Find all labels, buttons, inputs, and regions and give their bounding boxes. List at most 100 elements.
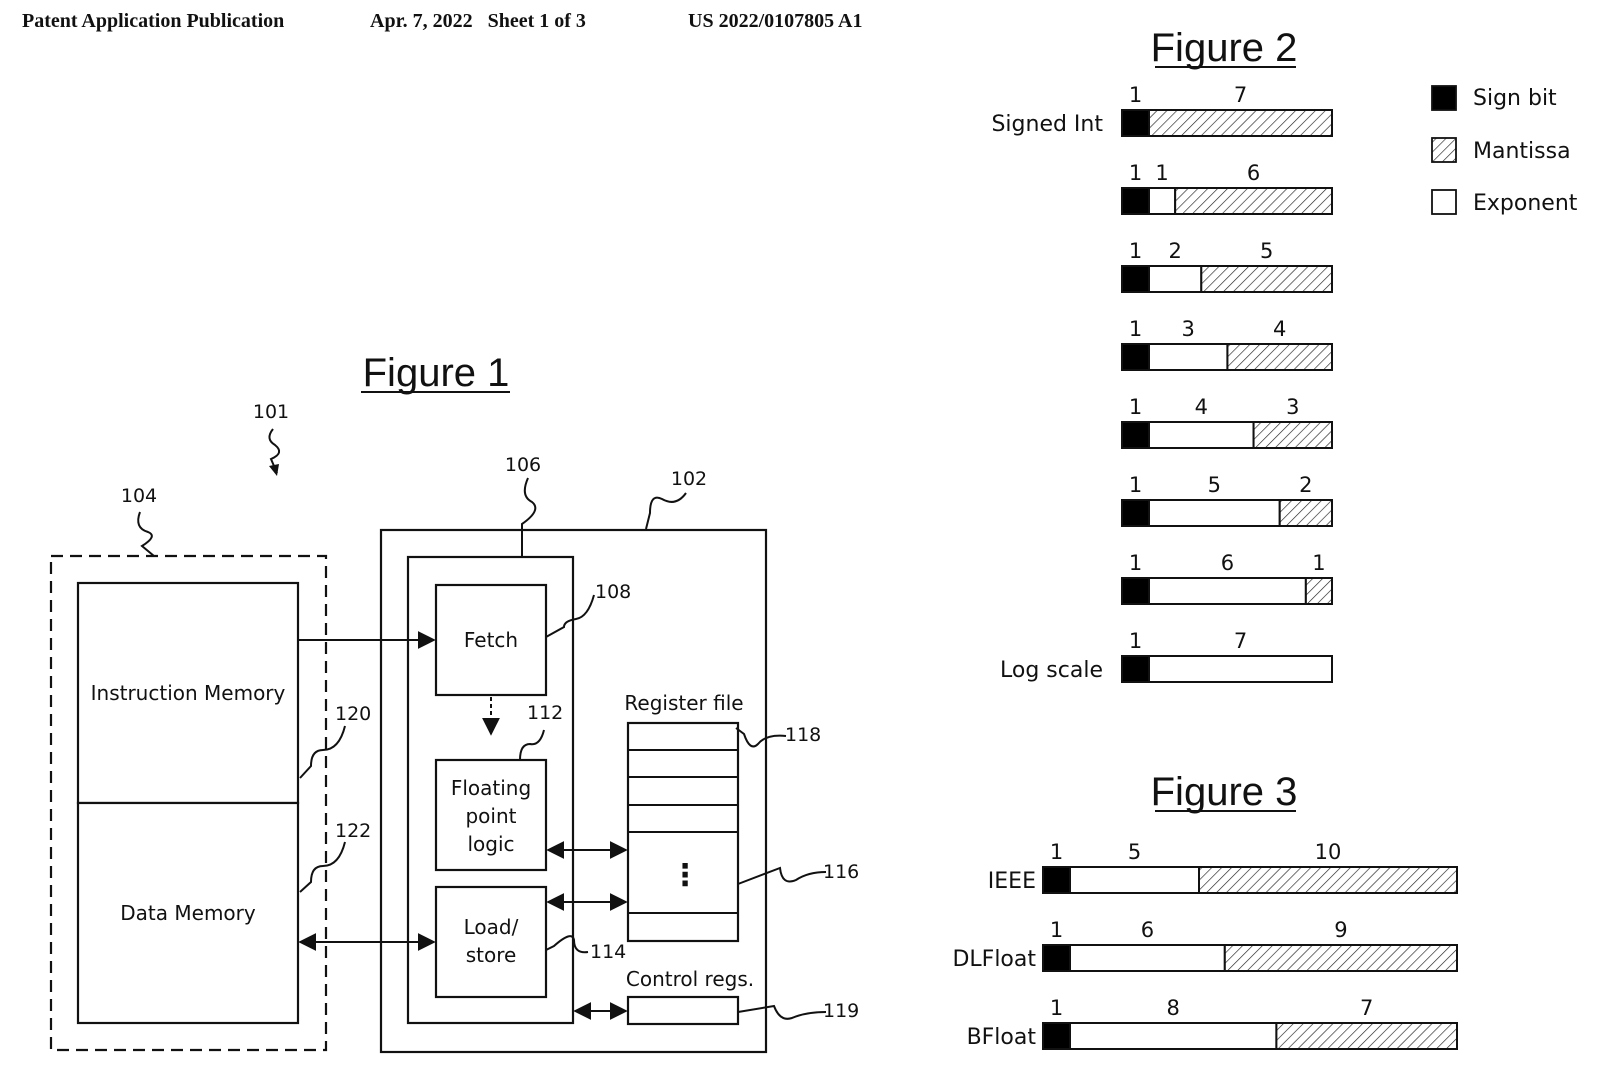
legend-label-mantissa: Mantissa bbox=[1473, 139, 1571, 164]
ref-106-leader bbox=[521, 477, 537, 558]
mantissa-bit-count: 9 bbox=[1334, 918, 1347, 942]
mantissa-bit-count: 5 bbox=[1260, 239, 1273, 263]
legend-label-sign: Sign bit bbox=[1473, 86, 1557, 111]
exponent-bit-count: 6 bbox=[1141, 918, 1154, 942]
ref-114: 114 bbox=[590, 941, 626, 963]
format-row-label: BFloat bbox=[967, 1025, 1037, 1050]
exponent-segment bbox=[1148, 655, 1333, 683]
mantissa-segment bbox=[1223, 944, 1459, 972]
ref-102: 102 bbox=[671, 468, 707, 490]
data-memory-block bbox=[76, 801, 300, 1025]
exponent-bit-count: 7 bbox=[1234, 629, 1247, 653]
ref-101-arrowhead bbox=[269, 464, 279, 476]
exponent-bit-count: 4 bbox=[1195, 395, 1208, 419]
exponent-bit-count: 8 bbox=[1167, 996, 1180, 1020]
sign-bit-count: 1 bbox=[1129, 239, 1142, 263]
figure-1-title: Figure 1 bbox=[363, 351, 510, 395]
sign-bit-count: 1 bbox=[1129, 395, 1142, 419]
sign-bit-count: 1 bbox=[1129, 317, 1142, 341]
ref-108-leader bbox=[545, 594, 595, 638]
sign-bit-count: 1 bbox=[1129, 629, 1142, 653]
figure-2-legend: Sign bit Mantissa Exponent bbox=[1431, 85, 1578, 216]
mantissa-bit-count: 7 bbox=[1234, 83, 1247, 107]
legend-swatch-sign bbox=[1431, 85, 1457, 111]
figure-2-title: Figure 2 bbox=[1151, 26, 1298, 70]
exponent-segment bbox=[1148, 421, 1255, 449]
sign-segment bbox=[1121, 655, 1150, 683]
exponent-segment bbox=[1148, 265, 1203, 293]
sign-segment bbox=[1042, 1022, 1071, 1050]
mantissa-segment bbox=[1200, 265, 1334, 293]
legend-swatch-exponent bbox=[1431, 189, 1457, 215]
mantissa-bit-count: 4 bbox=[1273, 317, 1286, 341]
load-store-label-line-1: Load/ bbox=[464, 915, 519, 939]
exponent-segment bbox=[1148, 577, 1307, 605]
floating-point-logic-block bbox=[434, 758, 548, 872]
ref-120-leader bbox=[299, 725, 346, 779]
register-file: ⋮ bbox=[626, 721, 740, 943]
ref-112: 112 bbox=[527, 702, 563, 724]
load-store-label-line-2: store bbox=[466, 943, 517, 967]
sign-segment bbox=[1121, 343, 1150, 371]
mantissa-segment bbox=[1174, 187, 1333, 215]
mantissa-bit-count: 2 bbox=[1299, 473, 1312, 497]
ref-118-leader bbox=[735, 727, 787, 748]
sign-bit-count: 1 bbox=[1129, 551, 1142, 575]
exponent-segment bbox=[1069, 944, 1226, 972]
legend-label-exponent: Exponent bbox=[1473, 191, 1578, 216]
ref-119: 119 bbox=[823, 1000, 859, 1022]
ref-118: 118 bbox=[785, 724, 821, 746]
fetch-block bbox=[434, 583, 548, 697]
sign-bit-count: 1 bbox=[1129, 161, 1142, 185]
load-store-block bbox=[434, 885, 548, 999]
mantissa-segment bbox=[1304, 577, 1334, 605]
ref-104: 104 bbox=[121, 485, 157, 507]
ref-116-leader bbox=[737, 866, 827, 885]
instruction-memory-label: Instruction Memory bbox=[91, 681, 286, 705]
mantissa-bit-count: 6 bbox=[1247, 161, 1260, 185]
figure-1: Figure 1 Instruction Memory Data Memory … bbox=[49, 351, 859, 1054]
exponent-bit-count: 6 bbox=[1221, 551, 1234, 575]
sign-segment bbox=[1121, 109, 1150, 137]
sign-segment bbox=[1121, 421, 1150, 449]
ref-114-leader bbox=[545, 935, 589, 954]
exponent-bit-count: 2 bbox=[1168, 239, 1181, 263]
ref-104-leader bbox=[137, 511, 155, 557]
sign-bit-count: 1 bbox=[1050, 996, 1063, 1020]
sign-segment bbox=[1042, 944, 1071, 972]
fetch-label: Fetch bbox=[464, 628, 518, 652]
ref-106: 106 bbox=[505, 454, 541, 476]
mantissa-segment bbox=[1148, 109, 1333, 137]
sign-segment bbox=[1121, 499, 1150, 527]
mantissa-bit-count: 3 bbox=[1286, 395, 1299, 419]
ref-108: 108 bbox=[595, 581, 631, 603]
sign-bit-count: 1 bbox=[1129, 473, 1142, 497]
memory-unit-dashed-box bbox=[49, 554, 328, 1052]
ref-120: 120 bbox=[335, 703, 371, 725]
mantissa-segment bbox=[1252, 421, 1333, 449]
control-regs-label: Control regs. bbox=[626, 967, 754, 991]
sign-bit-count: 1 bbox=[1050, 918, 1063, 942]
ref-122-leader bbox=[299, 841, 346, 893]
ref-102-leader bbox=[645, 492, 687, 530]
sign-bit-count: 1 bbox=[1050, 840, 1063, 864]
fp-logic-label-line-3: logic bbox=[467, 832, 514, 856]
format-row: 1 4 3 bbox=[1121, 395, 1333, 449]
mantissa-bit-count: 7 bbox=[1360, 996, 1373, 1020]
exponent-bit-count: 5 bbox=[1128, 840, 1141, 864]
ref-116: 116 bbox=[823, 861, 859, 883]
exponent-bit-count: 1 bbox=[1155, 161, 1168, 185]
mantissa-segment bbox=[1275, 1022, 1459, 1050]
ref-122: 122 bbox=[335, 820, 371, 842]
format-row-label: Signed Int bbox=[991, 112, 1103, 137]
